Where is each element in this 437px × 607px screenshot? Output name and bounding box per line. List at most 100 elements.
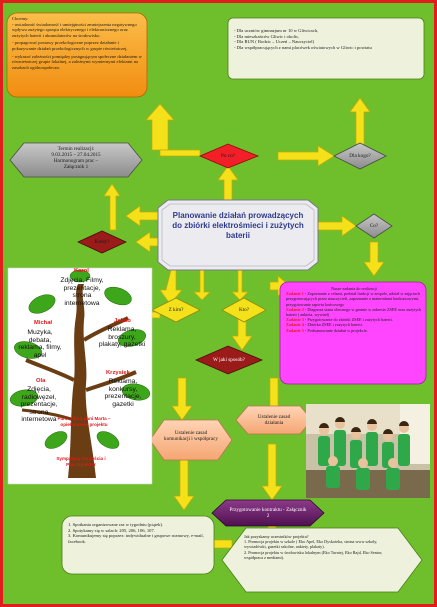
center-title: Planowanie działań prowadzących do zbiór… xyxy=(172,211,304,240)
termin-line-3: Harmonogram prac – xyxy=(53,158,99,164)
meetings-line-2: 2. Spotykamy się w salach: 205, 206, 106… xyxy=(68,527,155,533)
task-1: Zadanie 1 - Zapoznanie z celami, podział… xyxy=(286,291,420,307)
dla-kogo-label: Dla kogo? xyxy=(349,153,371,159)
promo-line-1: 1. Promocja projektu w szkole ( Eko Apel… xyxy=(244,539,378,550)
task-2-text: Diagnoza stanu obecnego w gminie w zakre… xyxy=(286,306,422,318)
task-5-label: Zadanie 5 xyxy=(286,327,304,333)
task-2: Zadanie 2 - Diagnoza stanu obecnego w gm… xyxy=(286,306,422,318)
w-jaki-sposob-label: W jaki sposób? xyxy=(213,357,245,363)
promo-hexagon: Jak pozyskamy uczestników projektu? 1. P… xyxy=(244,534,400,590)
z-kim-diamond: Z kim? xyxy=(158,307,194,313)
kiedy-label: Kiedy? xyxy=(94,239,110,245)
goals-box: Chcemy: - uwiadomić świadomość i umiejęt… xyxy=(12,16,142,96)
dla-kogo-diamond-bg xyxy=(333,142,387,170)
audience-line-3: - Dla RUN ( Rodzic – Uczeń – Nauczyciel) xyxy=(234,39,315,45)
dzialania-label: Ustalenie zasad działania xyxy=(257,414,291,426)
students-photo xyxy=(306,404,430,498)
goals-point-1: - uwiadomić świadomość i umiejętności zm… xyxy=(12,21,137,38)
goals-title: Chcemy: xyxy=(12,16,29,21)
promo-line-2: 2. Promocja projektu w środowisku lokaln… xyxy=(244,549,383,560)
task-3-text: Przygotowanie do zbiórki ZSEE i zużytych… xyxy=(307,317,393,323)
arrow-center-to-poco xyxy=(217,165,239,201)
arrow-co-down xyxy=(363,241,385,277)
termin-hexagon: Termin realizacji: 9.03.2015 – 27.04.201… xyxy=(28,146,124,176)
promo-hexagon-bg xyxy=(221,527,423,593)
task-4-text: Zbiórka ZSEE i zużytych baterii. xyxy=(307,322,363,328)
task-2-label: Zadanie 2 xyxy=(286,306,304,312)
kto-label: Kto? xyxy=(238,307,250,313)
tasks-title: Nasze zadania do realizacji xyxy=(331,286,377,291)
arrow-komunikacji-down xyxy=(173,459,195,511)
promo-title: Jak pozyskamy uczestników projektu? xyxy=(244,534,309,539)
tree-words-ola: Zdjęcia, radiowęzeł, prezentacje, strona… xyxy=(20,386,58,424)
meetings-line-1: 1. Spotkania organizowane raz w tygodniu… xyxy=(68,522,164,527)
tasks-box: Nasze zadania do realizacji Zadanie 1 - … xyxy=(286,286,422,382)
center-plaque-bg xyxy=(157,199,319,271)
audience-box: - Dla uczniów gimnazjum nr 10 w Gliwicac… xyxy=(234,28,420,76)
przygotowanie-hexagon-bg xyxy=(211,499,325,527)
tree-drawing xyxy=(9,269,151,478)
tree-head-opiekunowie: Pani Julia z pani Marta – opiekunowie pr… xyxy=(57,416,111,427)
arrow-poco-to-dlakogo xyxy=(277,145,335,167)
task-1-label: Zadanie 1 xyxy=(286,291,304,297)
task-4: Zadanie 4 - Zbiórka ZSEE i zużytych bate… xyxy=(286,322,363,328)
center-plaque: Planowanie działań prowadzących do zbiór… xyxy=(170,211,306,263)
co-diamond-bg xyxy=(355,213,393,239)
arrow-center-to-co xyxy=(317,215,357,237)
kto-diamond-bg xyxy=(221,297,267,323)
arrow-kiedy-up xyxy=(103,183,121,231)
tree-words-michal: Muzyka, debata, reklama, filmy, apel xyxy=(18,329,62,359)
termin-hexagon-bg xyxy=(9,142,143,178)
arrow-up-dla-kogo xyxy=(349,97,371,149)
goals-point-3: - wykazać zależności pomiędzy postępując… xyxy=(12,53,142,70)
task-4-label: Zadanie 4 xyxy=(286,322,304,328)
arrow-center-to-zkim xyxy=(193,269,211,301)
po-co-diamond: Po co? xyxy=(206,153,250,159)
w-jaki-sposob-diamond-bg xyxy=(195,345,264,375)
task-3-label: Zadanie 3 xyxy=(286,317,304,323)
kto-diamond: Kto? xyxy=(226,307,262,313)
przygotowanie-label: Przygotowanie kontraktu - Załącznik 2 xyxy=(229,507,307,519)
meetings-box: 1. Spotkania organizowane raz w tygodniu… xyxy=(68,522,208,572)
arrow-center-to-kto xyxy=(231,269,249,301)
tree-head-michal: Michał xyxy=(34,320,53,326)
task-5: Zadanie 5 - Podsumowanie działań w proje… xyxy=(286,327,368,333)
tasks-box-bg xyxy=(279,281,427,385)
audience-line-4: - Dla współpracujących z nami placówek o… xyxy=(234,44,372,50)
task-1-text: Zapoznanie z celami, podział funkcji w z… xyxy=(286,291,420,307)
goals-point-2: - propagować postawy proekologiczne popr… xyxy=(12,40,128,51)
po-co-diamond-bg xyxy=(198,143,260,169)
kiedy-diamond-bg xyxy=(77,230,127,254)
termin-line-4: Załącznik 1 xyxy=(63,164,89,170)
arrow-dzialania-down xyxy=(261,443,283,501)
po-co-label: Po co? xyxy=(221,153,235,159)
goals-box-bg xyxy=(6,12,148,98)
z-kim-diamond-bg xyxy=(151,297,201,323)
komunikacji-hexagon-bg xyxy=(149,419,233,461)
w-jaki-sposob-diamond: W jaki sposób? xyxy=(200,357,258,363)
audience-line-1: - Dla uczniów gimnazjum nr 10 w Gliwicac… xyxy=(234,28,319,33)
tree-head-karol: Karol xyxy=(74,268,89,274)
dla-kogo-diamond: Dla kogo? xyxy=(338,153,382,159)
tree-words-krzysiek: Reklama, konkursy, prezentacje, gazetki xyxy=(104,378,142,408)
audience-box-bg xyxy=(227,17,425,80)
task-5-text: Podsumowanie działań w projekcie. xyxy=(307,327,368,333)
arrow-up-po-co xyxy=(145,103,175,151)
audience-line-2: - Dla mieszkańców Gliwic i okolic, xyxy=(234,33,300,39)
tree-words-karol: Zdjęcia, Filmy, prezentacje, strona inte… xyxy=(60,277,104,307)
termin-line-2: 9.03.2015 – 27.04.2015 xyxy=(51,152,101,158)
arrow-sposob-to-komunikacji xyxy=(171,377,193,421)
co-diamond: Co? xyxy=(362,223,386,229)
tree-head-ola: Ola xyxy=(36,378,46,384)
dzialania-hexagon: Ustalenie zasad działania xyxy=(248,414,300,426)
tree-head-krzysiek: Krzysiek xyxy=(106,370,130,376)
arrow-kto-down xyxy=(231,317,253,351)
tree-head-sympatycy: Sympatycy szczęścia i Pani Dyrektor xyxy=(56,456,106,467)
arrow-center-to-zkim-left xyxy=(159,265,183,305)
meetings-box-bg xyxy=(61,515,215,575)
z-kim-label: Z kim? xyxy=(168,307,184,313)
termin-line-1: Termin realizacji: xyxy=(57,146,95,152)
komunikacji-label: Ustalenie zasad komunikacji i współpracy xyxy=(164,430,218,442)
